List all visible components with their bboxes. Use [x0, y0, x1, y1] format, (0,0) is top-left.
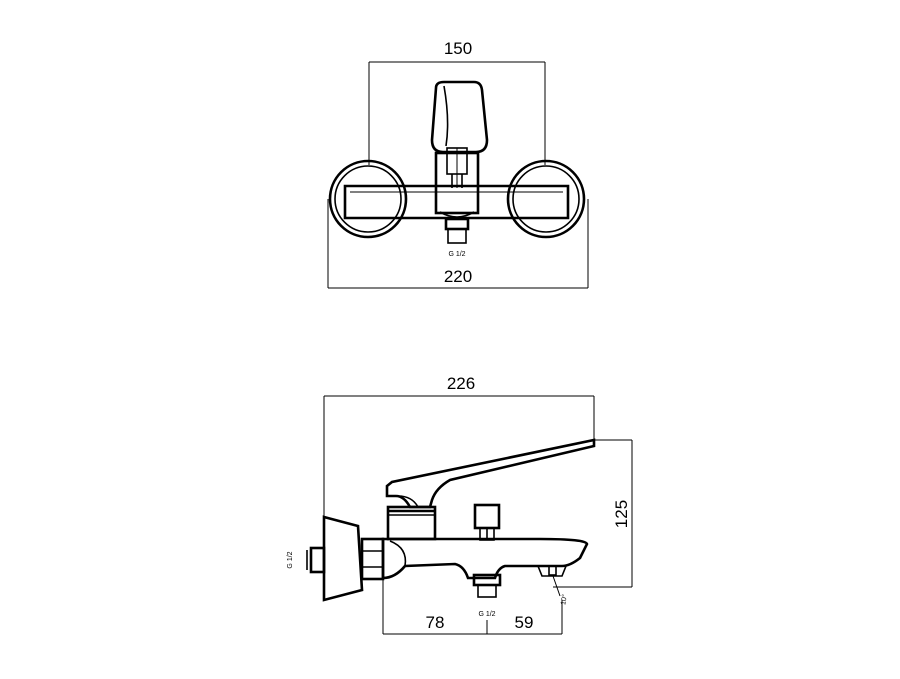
side-view: 226 125 G 1/2 10° G 1/2 [287, 374, 633, 635]
dimension-150: 150 [368, 39, 546, 165]
lever-side [385, 438, 596, 509]
dimension-226: 226 [323, 374, 595, 517]
dimension-220: 220 [327, 199, 589, 289]
dimension-78: 78 [382, 580, 487, 635]
dimension-125-label: 125 [612, 500, 631, 528]
thread-label-bottom: G 1/2 [478, 611, 495, 618]
left-flange [328, 159, 408, 239]
dimension-220-label: 220 [444, 267, 472, 286]
dimension-226-label: 226 [447, 374, 475, 393]
lever-top [430, 80, 489, 154]
dimension-125: 125 [553, 439, 633, 588]
top-view: 150 G 1/2 [327, 39, 589, 289]
dimension-59-label: 59 [515, 613, 534, 632]
dimension-150-label: 150 [444, 39, 472, 58]
wall-flange-side [322, 515, 364, 602]
connector-nut [360, 537, 385, 581]
diverter-knob [473, 503, 501, 530]
angle-label: 10° [559, 594, 569, 606]
dimension-59: 59 [486, 600, 563, 635]
right-flange [506, 159, 586, 239]
thread-label-left: G 1/2 [287, 551, 294, 568]
dimension-78-label: 78 [426, 613, 445, 632]
thread-label-top: G 1/2 [448, 251, 465, 258]
inlet-left [309, 546, 326, 574]
outlet-top [444, 217, 470, 231]
mixer-body-top [343, 184, 570, 220]
mixer-body-side [381, 537, 589, 580]
